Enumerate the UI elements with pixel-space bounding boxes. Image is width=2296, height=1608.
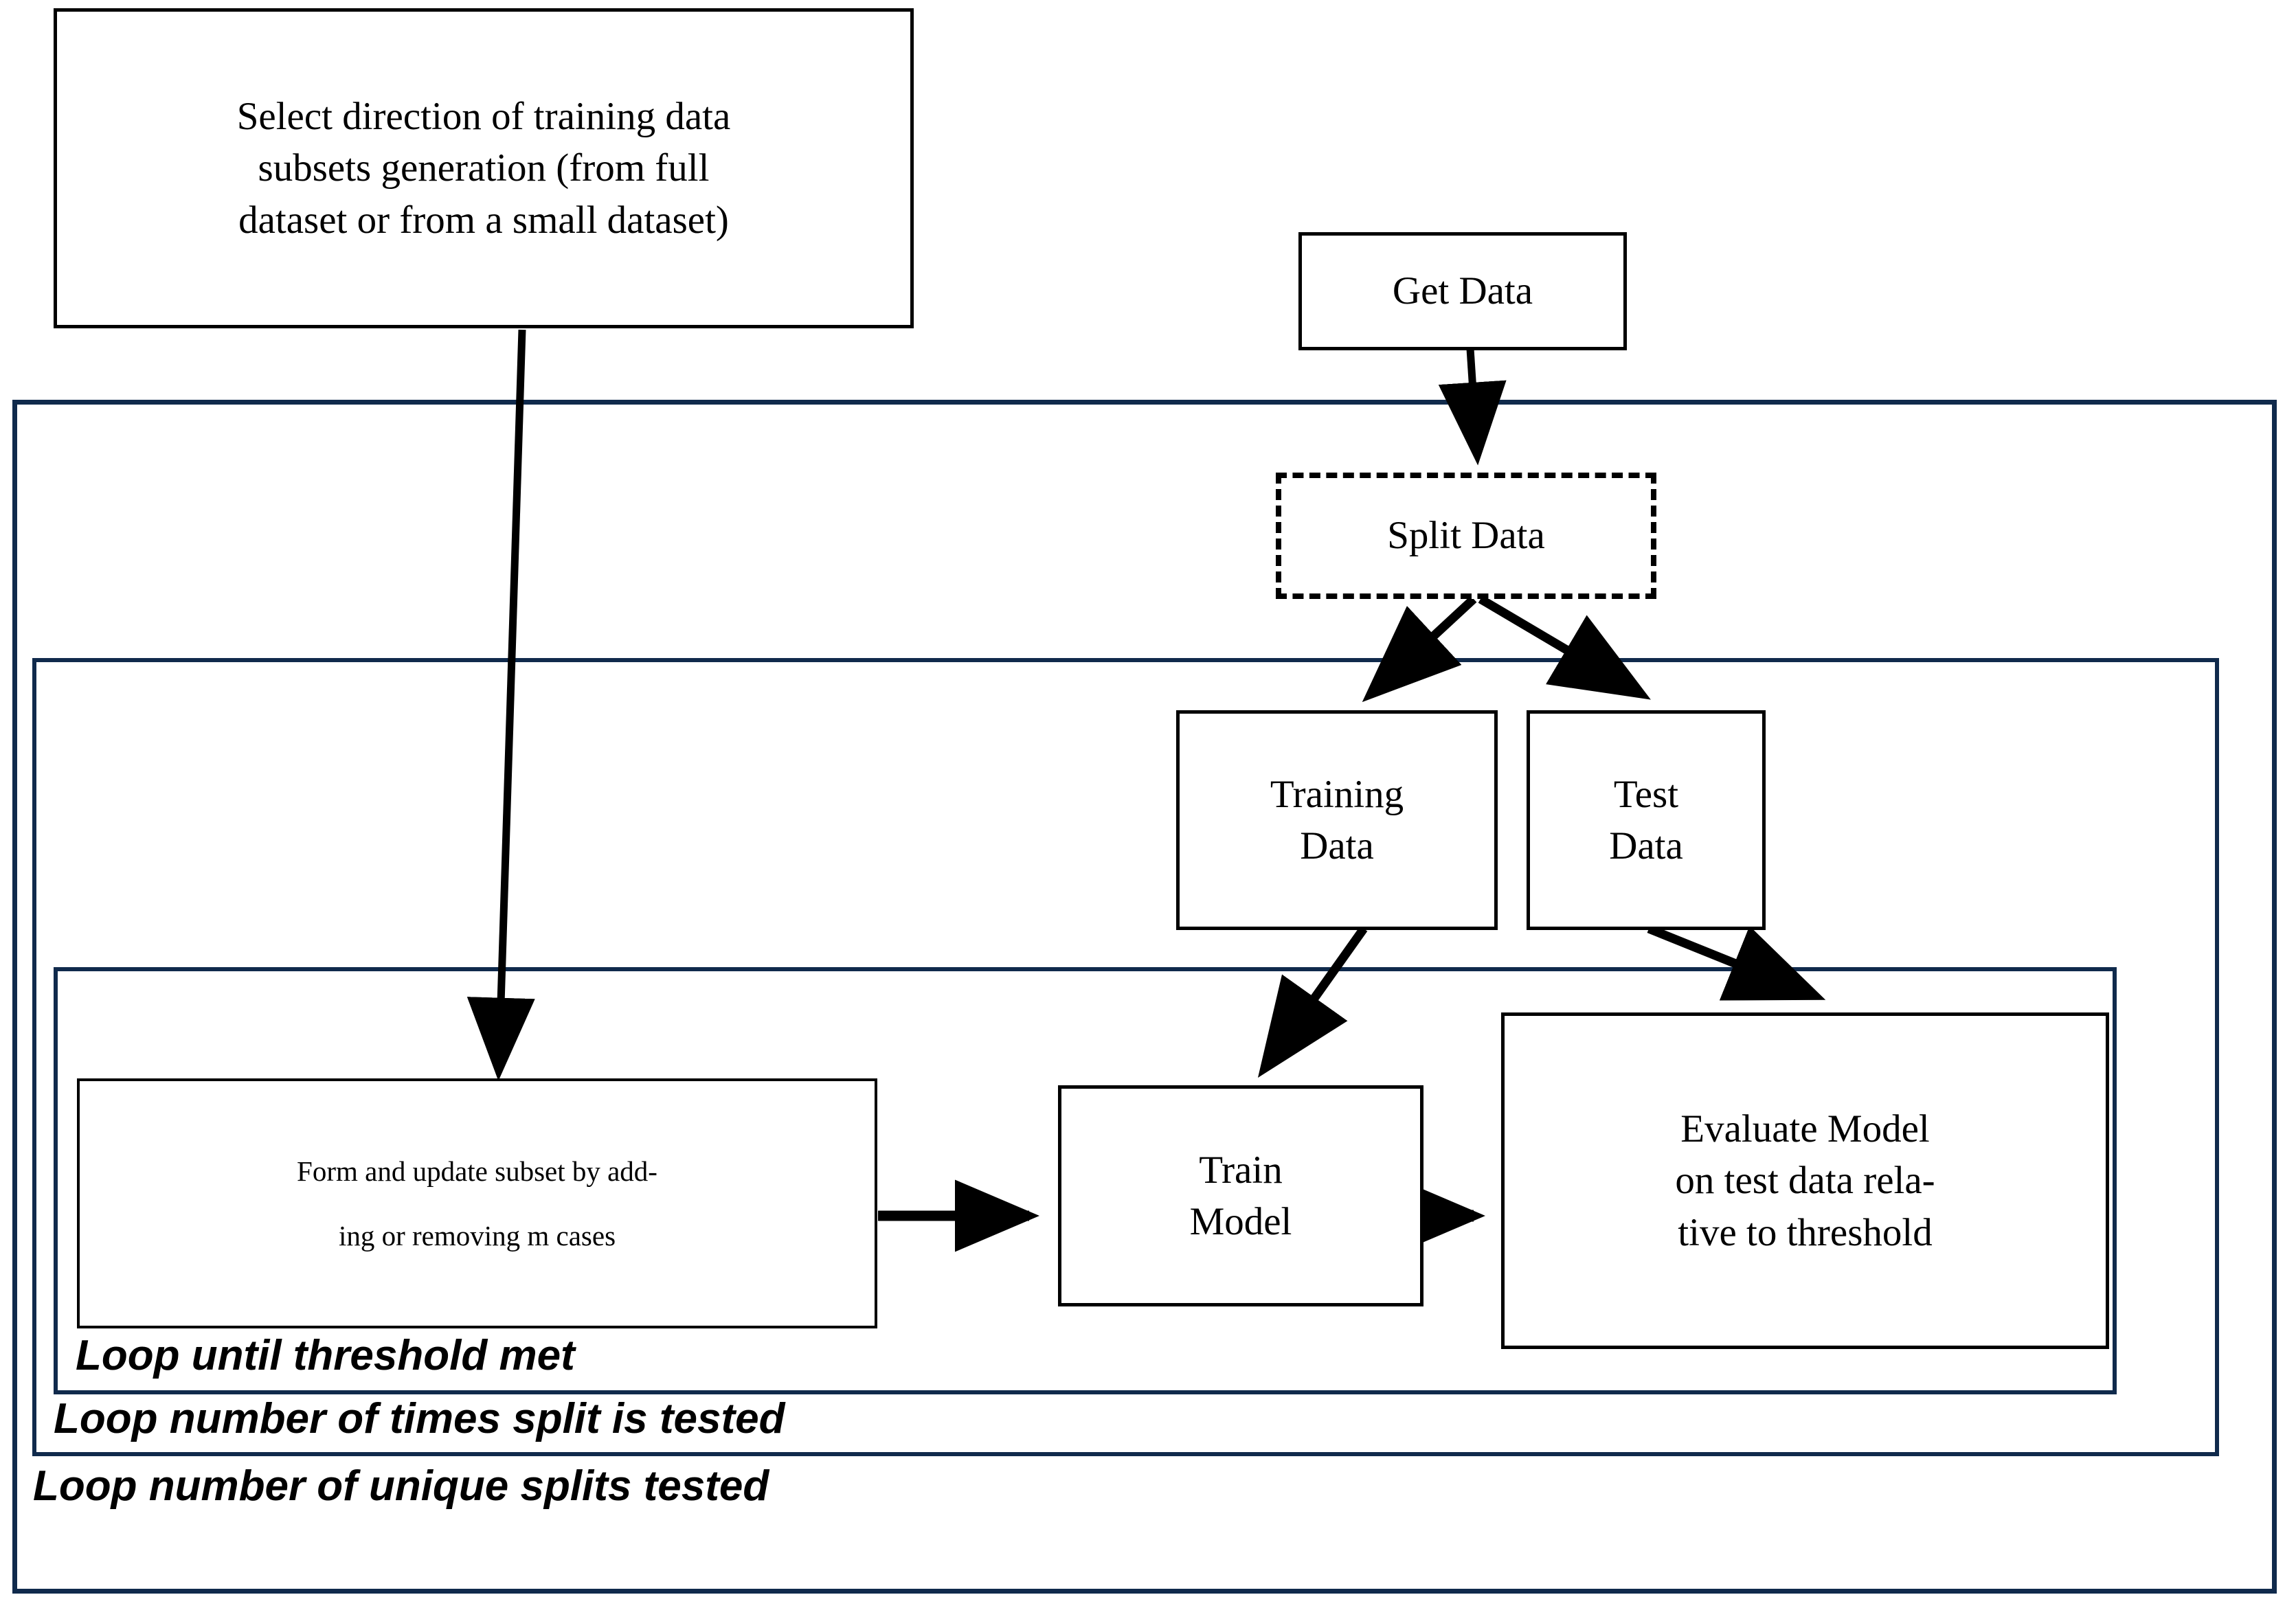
loop-label-times-split-tested: Loop number of times split is tested bbox=[54, 1395, 785, 1442]
loop-label-threshold: Loop until threshold met bbox=[76, 1332, 575, 1379]
node-test-data[interactable]: Test Data bbox=[1527, 710, 1766, 930]
node-select-direction-line2: subsets generation (from full bbox=[258, 146, 710, 190]
node-evaluate-model[interactable]: Evaluate Model on test data rela- tive t… bbox=[1501, 1012, 2109, 1349]
loop-label-unique-splits: Loop number of unique splits tested bbox=[33, 1462, 769, 1510]
node-form-update-subset[interactable]: Form and update subset by add- ing or re… bbox=[77, 1078, 877, 1328]
node-train-model-line1: Train bbox=[1199, 1148, 1283, 1192]
node-split-data-label: Split Data bbox=[1387, 514, 1545, 558]
node-train-model-line2: Model bbox=[1189, 1200, 1292, 1243]
node-select-direction[interactable]: Select direction of training data subset… bbox=[54, 8, 914, 328]
node-test-data-line2: Data bbox=[1609, 824, 1683, 868]
node-evaluate-model-line3: tive to threshold bbox=[1678, 1210, 1933, 1254]
node-evaluate-model-line2: on test data rela- bbox=[1675, 1159, 1935, 1203]
node-training-data-line1: Training bbox=[1270, 772, 1404, 816]
node-training-data[interactable]: Training Data bbox=[1176, 710, 1498, 930]
loop-frame-threshold bbox=[54, 967, 2117, 1394]
node-select-direction-line3: dataset or from a small dataset) bbox=[238, 198, 729, 242]
node-split-data[interactable]: Split Data bbox=[1276, 473, 1656, 599]
node-form-update-subset-line1: Form and update subset by add- bbox=[297, 1155, 657, 1187]
loop-frame-times-split-tested bbox=[32, 658, 2219, 1456]
node-test-data-line1: Test bbox=[1613, 772, 1679, 816]
node-train-model[interactable]: Train Model bbox=[1058, 1085, 1423, 1306]
node-get-data-label: Get Data bbox=[1392, 269, 1533, 313]
node-get-data[interactable]: Get Data bbox=[1298, 232, 1627, 350]
loop-frame-unique-splits bbox=[12, 400, 2277, 1594]
node-form-update-subset-line2: ing or removing m cases bbox=[338, 1220, 616, 1252]
node-select-direction-line1: Select direction of training data bbox=[236, 95, 731, 139]
node-evaluate-model-line1: Evaluate Model bbox=[1680, 1107, 1930, 1151]
node-training-data-line2: Data bbox=[1300, 824, 1374, 868]
